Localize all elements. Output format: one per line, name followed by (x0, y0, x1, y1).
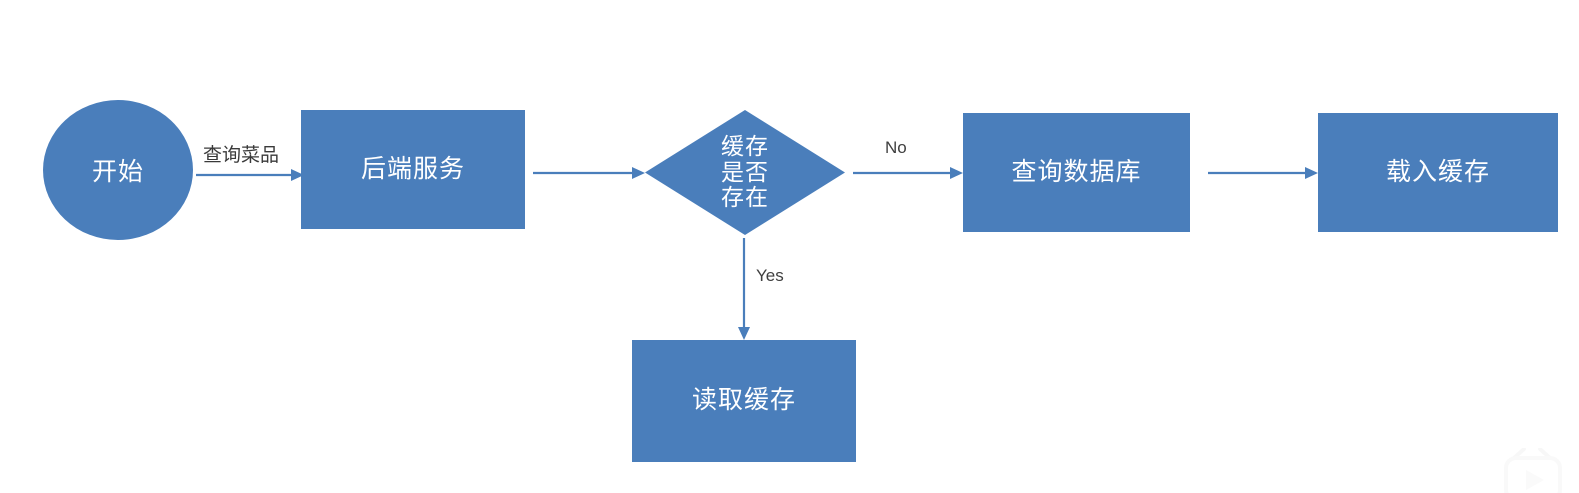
edge-decision-to-query-database (853, 165, 963, 181)
tv-play-logo-icon (1500, 447, 1572, 493)
node-start[interactable]: 开始 (43, 100, 193, 240)
edge-start-to-backend (196, 167, 304, 183)
node-backend-service[interactable]: 后端服务 (301, 110, 525, 229)
diamond-shape-icon (645, 110, 845, 235)
node-backend-service-label: 后端服务 (360, 154, 465, 183)
edge-decision-to-read-cache (736, 238, 752, 340)
edge-backend-to-decision (533, 165, 645, 181)
node-query-database-label: 查询数据库 (1011, 157, 1142, 186)
node-load-cache[interactable]: 载入缓存 (1318, 113, 1558, 232)
node-read-cache-label: 读取缓存 (691, 386, 796, 415)
node-read-cache[interactable]: 读取缓存 (632, 340, 856, 462)
edge-label-query-dish: 查询菜品 (203, 145, 280, 166)
node-cache-decision[interactable]: 缓存 是否 存在 (645, 110, 845, 235)
edge-label-no: No (885, 138, 907, 157)
node-cache-decision-label: 缓存 是否 存在 (721, 132, 769, 211)
node-load-cache-label: 载入缓存 (1385, 157, 1490, 186)
node-start-label: 开始 (91, 158, 144, 186)
edge-query-database-to-load-cache (1208, 165, 1318, 181)
node-query-database[interactable]: 查询数据库 (963, 113, 1190, 232)
edge-label-yes: Yes (756, 266, 784, 285)
